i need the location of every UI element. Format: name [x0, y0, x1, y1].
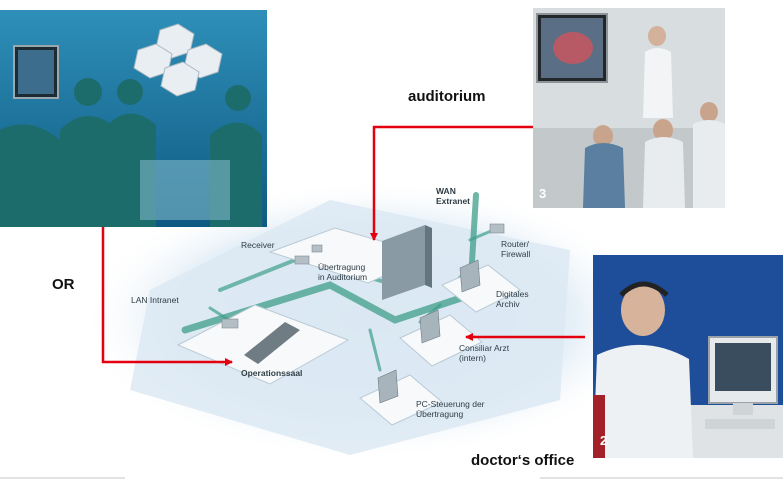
lan-device — [222, 319, 238, 328]
or-label: OR — [52, 276, 75, 293]
consiliar-label: Consiliar Arzt(intern) — [459, 343, 509, 363]
auditorium-screen-edge — [425, 225, 432, 288]
lan-label: LAN Intranet — [131, 295, 179, 305]
operating-room-photo — [0, 10, 267, 227]
router-device — [490, 224, 504, 233]
auditorium-photo: 3 — [533, 8, 725, 208]
auditorium-device — [312, 245, 322, 252]
router-label: Router/Firewall — [501, 239, 530, 259]
receiver-device — [295, 256, 309, 264]
auditorium-label: auditorium — [408, 88, 486, 105]
operationssaal-label: Operationssaal — [241, 368, 302, 378]
doctors-office-photo: 2 — [593, 255, 783, 458]
doctors-office-label: doctor‘s office — [471, 452, 574, 469]
receiver-label: Receiver — [241, 240, 275, 250]
auditorium-photo-number: 3 — [539, 186, 546, 201]
doctor-photo-number: 2 — [600, 433, 607, 448]
